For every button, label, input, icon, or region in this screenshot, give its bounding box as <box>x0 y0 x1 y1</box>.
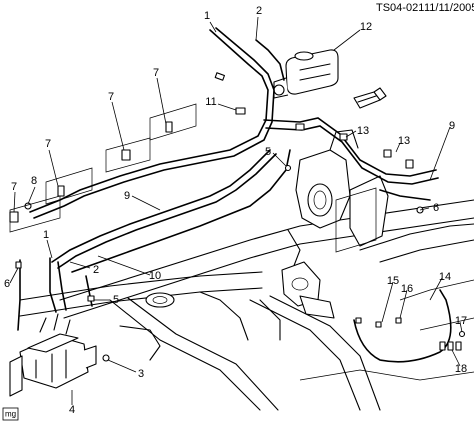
callout-7: 7 <box>11 181 17 193</box>
front-suspension <box>119 129 389 361</box>
callout-16: 16 <box>401 283 413 295</box>
vehicle-frame <box>19 199 474 411</box>
callout-15: 15 <box>387 275 399 287</box>
callout-labels: 1 2 12 7 11 7 13 13 7 5 9 9 7 8 6 1 2 10… <box>4 5 467 416</box>
callout-6: 6 <box>4 278 10 290</box>
callout-1: 1 <box>43 229 49 241</box>
callout-10: 10 <box>149 270 161 282</box>
callout-1: 1 <box>204 10 210 22</box>
callout-8: 8 <box>31 175 37 187</box>
callout-18: 18 <box>455 363 467 375</box>
callout-11: 11 <box>205 96 216 108</box>
callout-7: 7 <box>153 67 159 79</box>
bracket-panels <box>9 103 377 253</box>
callout-7: 7 <box>108 91 114 103</box>
callout-3: 3 <box>138 368 144 380</box>
diagram-date: 11/11/2005 <box>424 2 474 14</box>
callout-13: 13 <box>398 135 410 147</box>
callout-12: 12 <box>360 21 372 33</box>
callout-5: 5 <box>265 146 271 158</box>
master-cylinder <box>273 49 339 99</box>
callout-13: 13 <box>357 125 369 137</box>
callout-17: 17 <box>455 315 467 327</box>
callout-9: 9 <box>449 120 455 132</box>
mg-badge: mg <box>2 407 19 421</box>
mg-badge-text: mg <box>5 410 16 419</box>
callout-2: 2 <box>256 5 262 17</box>
callout-6: 6 <box>433 202 439 214</box>
callout-5: 5 <box>113 294 119 306</box>
callout-9: 9 <box>124 190 130 202</box>
abs-modulator <box>9 313 97 397</box>
callout-7: 7 <box>45 138 51 150</box>
pipe-clips <box>9 72 466 362</box>
brake-pipes <box>17 27 452 363</box>
callout-2: 2 <box>93 264 99 276</box>
callout-14: 14 <box>439 271 451 283</box>
callout-leaders <box>9 16 463 405</box>
diagram-code: TS04-021 <box>376 2 424 14</box>
brake-switch-connector <box>353 87 387 109</box>
callout-4: 4 <box>69 404 75 416</box>
